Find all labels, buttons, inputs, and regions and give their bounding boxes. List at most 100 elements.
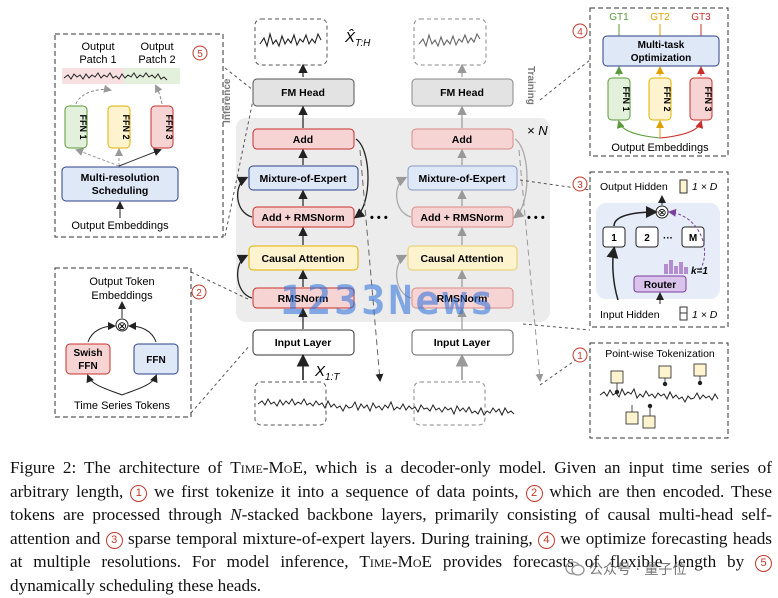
layer-ellipsis-right: • • • [527, 212, 545, 224]
caption-marker-5: 5 [755, 555, 772, 573]
diagram-panel2-swish-0-text: Swish [74, 348, 103, 359]
output-patch-1-label-2: Patch 1 [79, 54, 116, 66]
moe-right-label: Mixture-of-Expert [419, 173, 506, 185]
times-n-label: × N [527, 123, 548, 138]
panel-multitask-optimization: 4 GT1 GT2 GT3 Multi-task Optimization FF… [572, 7, 729, 157]
diagram-panel2-badge-text: 2 [196, 288, 202, 299]
training-label: Training [525, 66, 536, 105]
input-hidden-label: Input Hidden [600, 309, 660, 321]
watermark-text: 公众号 · 量子位 [589, 562, 687, 578]
output-token-embeddings-label-2: Embeddings [91, 290, 153, 302]
panel-multires-scheduling: 5 Output Patch 1 Output Patch 2 FFN 1 FF… [54, 33, 224, 238]
caption-marker-4: 4 [537, 531, 555, 549]
caption-marker-2: 2 [525, 484, 543, 502]
output-series-left [254, 18, 328, 66]
diagram-panel2-ffn-text: FFN [146, 355, 165, 366]
ffn-box [133, 343, 179, 375]
output-token-embeddings-label: Output Token [89, 276, 154, 288]
moe-left-label: Mixture-of-Expert [260, 173, 347, 185]
architecture-diagram: X̂T:H Inference Training × N FM Head Add… [54, 7, 729, 439]
add-rmsnorm-left-label: Add + RMSNorm [261, 212, 344, 224]
input-math-label: X1:T [314, 363, 340, 383]
badge-3 [572, 176, 588, 192]
overlay-watermark: 1233News [280, 278, 497, 324]
output-hidden-label: Output Hidden [600, 181, 668, 193]
rmsnorm-left-label: RMSNorm [278, 293, 329, 305]
rmsnorm-right-label: RMSNorm [437, 293, 488, 305]
moe-multiply-op: ⊗ [657, 207, 666, 219]
diagram-panel4-ffn-0-text: FFN 1 [621, 86, 631, 111]
diagram-panel5-badge-text: 5 [197, 49, 203, 60]
output-series-right [413, 18, 487, 66]
figure-caption: Figure 2: The architecture of Time-MoE, … [10, 458, 773, 595]
input-layer-left-label: Input Layer [275, 337, 332, 349]
model-name-2: Time-MoE [359, 552, 433, 572]
ffn-1-sched [64, 105, 88, 149]
panel-pointwise-tokenization: 1 Point-wise Tokenization [572, 342, 729, 439]
diagram-panel3-router-text: Router [644, 280, 676, 291]
add-right-label: Add [452, 134, 472, 146]
diagram-panel1-badge-text: 1 [577, 351, 583, 362]
top-k-label: k=1 [691, 266, 708, 277]
gt2-label: GT2 [650, 12, 670, 23]
diagram-panel4-badge-text: 4 [577, 27, 583, 38]
diagram-panel5-ffn-2-text: FFN 3 [164, 114, 174, 139]
diagram-panel3-experts-3-text: M [689, 233, 697, 244]
time-series-tokens-label: Time Series Tokens [74, 400, 170, 412]
output-math-label: X̂T:H [344, 29, 371, 49]
multiply-op: ⊗ [117, 319, 127, 333]
diagram-panel2-swish-1-text: FFN [78, 361, 97, 372]
output-embeddings-sched-label: Output Embeddings [71, 220, 169, 232]
input-series [254, 381, 515, 426]
diagram-panel4-mto-0-text: Multi-task [638, 40, 685, 51]
inference-label: Inference [222, 78, 233, 123]
diagram-panel4-mto-1-text: Optimization [631, 53, 692, 64]
output-hidden-dim: 1 × D [692, 181, 718, 193]
output-patch-2-label: Output [140, 41, 173, 53]
diagram-panel5-ffn-0-text: FFN 1 [78, 114, 88, 139]
gt3-label: GT3 [691, 12, 711, 23]
diagram-panel5-sched-0-text: Multi-resolution [81, 172, 160, 184]
ffn-3-train [689, 77, 713, 121]
backbone-left: FM Head Add Mixture-of-Expert Add + RMSN… [236, 63, 369, 380]
layer-ellipsis-middle: • • • [370, 212, 388, 224]
diagram-panel3-badge-text: 3 [577, 180, 583, 191]
swish-ffn-box [65, 343, 111, 375]
causal-attention-right-label: Causal Attention [420, 253, 503, 265]
expert-2 [635, 226, 659, 248]
panel-moe-router: 3 Output Hidden 1 × D ⊗ 1 2 ··· M k=1 Ro… [572, 171, 729, 328]
backbone-right: FM Head Add Mixture-of-Expert Add + RMSN… [395, 63, 528, 380]
diagram-panel5-ffn-1-text: FFN 2 [121, 114, 131, 139]
add-rmsnorm-right-label: Add + RMSNorm [420, 212, 503, 224]
wechat-watermark: 公众号 · 量子位 [565, 559, 686, 579]
output-embeddings-train-label: Output Embeddings [611, 142, 709, 154]
fm-head-left-label: FM Head [281, 87, 325, 99]
fm-head-right-label: FM Head [440, 87, 484, 99]
gt1-label: GT1 [609, 12, 629, 23]
caption-marker-3: 3 [105, 531, 123, 549]
diagram-panel4-ffn-1-text: FFN 2 [662, 86, 672, 111]
output-patch-1-label: Output [81, 41, 114, 53]
diagram-panel4-ffn-2-text: FFN 3 [703, 86, 713, 111]
router-bar-chart [664, 260, 688, 274]
expert-ellipsis: ··· [663, 233, 673, 244]
panel-token-embedding: 2 Output Token Embeddings ⊗ Swish FFN FF… [54, 267, 207, 418]
diagram-panel3-experts-1-text: 2 [644, 233, 650, 244]
ffn-1-train [607, 77, 631, 121]
diagram-panel5-sched-1-text: Scheduling [92, 185, 149, 197]
badge-5 [192, 45, 208, 61]
caption-marker-1: 1 [130, 484, 148, 502]
expert-m [681, 226, 705, 248]
wechat-icon [565, 561, 585, 576]
input-layer-right-label: Input Layer [434, 337, 491, 349]
model-name: Time-MoE [230, 458, 303, 477]
causal-attention-left-label: Causal Attention [261, 253, 344, 265]
badge-2 [191, 284, 207, 300]
input-hidden-dim: 1 × D [692, 309, 718, 321]
add-left-label: Add [293, 134, 313, 146]
badge-1 [572, 347, 588, 363]
badge-4 [572, 23, 588, 39]
pointwise-tokenization-title: Point-wise Tokenization [605, 348, 715, 360]
diagram-panel3-experts-0-text: 1 [611, 233, 617, 244]
ffn-3-sched [150, 105, 174, 149]
